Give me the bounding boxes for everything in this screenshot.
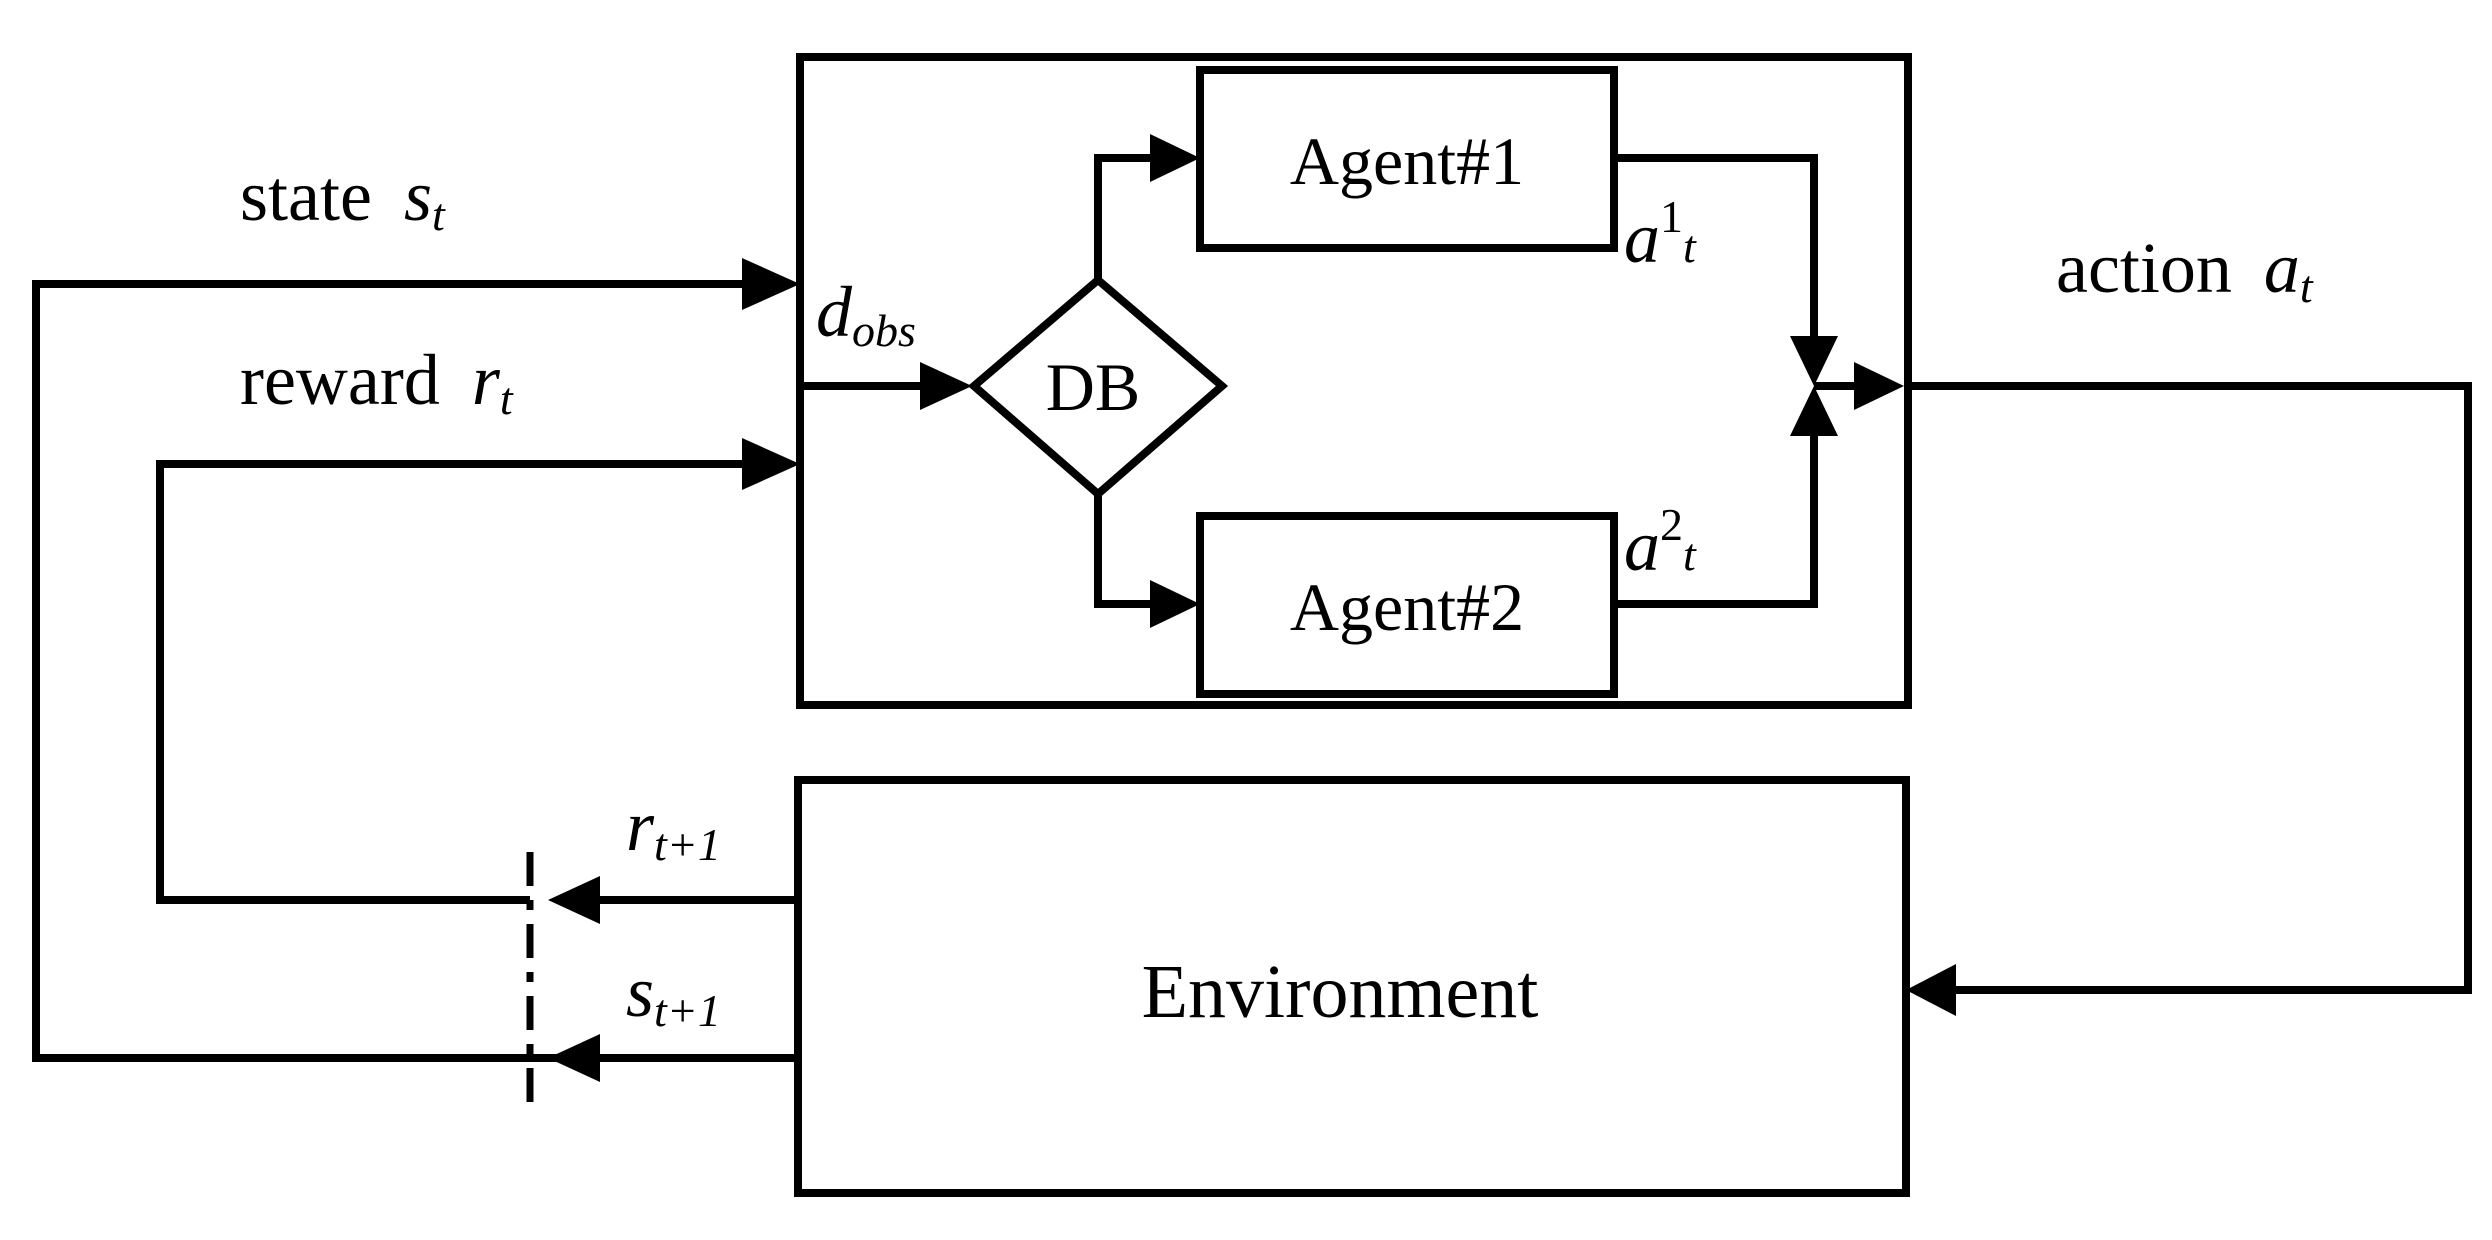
agent-container-box [796,53,1912,709]
environment-box [794,776,1910,1197]
db-to-agent1-wire [1094,154,1150,280]
state-arrowhead [742,258,800,310]
reward-label: reward rt [240,340,514,424]
agent1-output-wire [1614,154,1818,336]
dobs-arrowhead [920,362,972,410]
reward-loop-wire [156,460,742,904]
rnext-label: rt+1 [626,786,721,870]
action-arrowhead [1906,964,1956,1016]
agent2-output-wire [1614,436,1818,608]
rnext-arrowhead [548,876,600,924]
db-to-agent2-arrowhead [1150,580,1200,628]
snext-label: st+1 [626,952,721,1036]
db-to-agent2-wire [1094,494,1150,608]
reward-arrowhead [742,438,800,490]
state-label: state st [240,156,446,240]
action-label: action at [2056,228,2314,312]
environment-label: Environment [1142,950,1539,1034]
agent1-output-arrowhead [1790,336,1838,386]
dobs-label: dobs [816,272,916,356]
agent2-output-arrowhead [1790,386,1838,436]
merge-output-arrowhead [1854,362,1904,410]
snext-arrowhead [548,1034,600,1082]
action-wire [1908,382,2472,994]
a2-label: a2t [1624,499,1697,586]
db-to-agent1-arrowhead [1150,134,1200,182]
db-label: DB [1046,349,1140,425]
a1-label: a1t [1624,191,1697,278]
agent2-label: Agent#2 [1290,569,1524,645]
agent1-label: Agent#1 [1290,123,1524,199]
state-loop-wire [32,280,790,1062]
